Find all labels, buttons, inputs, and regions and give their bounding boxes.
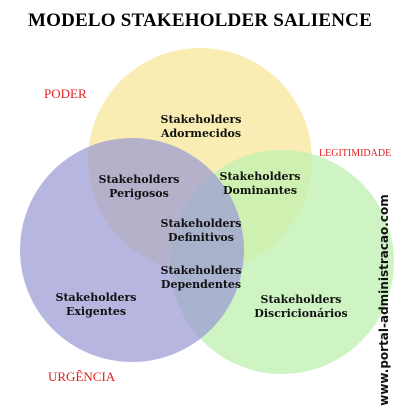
region-discricionarios: Stakeholders Discricionários — [254, 293, 348, 320]
label-urgencia: URGÊNCIA — [48, 369, 116, 384]
label-poder: PODER — [44, 86, 87, 101]
circle-urgencia — [20, 138, 244, 362]
region-perigosos: Stakeholders Perigosos — [98, 173, 180, 200]
watermark-url: www.portal-administracao.com — [377, 194, 391, 406]
region-definitivos: Stakeholders Definitivos — [160, 217, 242, 244]
region-dependentes: Stakeholders Dependentes — [160, 264, 242, 291]
diagram-title: MODELO STAKEHOLDER SALIENCE — [28, 10, 372, 31]
region-dominantes: Stakeholders Dominantes — [219, 170, 301, 197]
region-adormecidos: Stakeholders Adormecidos — [160, 113, 242, 140]
label-legitimidade: LEGITIMIDADE — [319, 148, 392, 159]
region-exigentes: Stakeholders Exigentes — [55, 291, 137, 318]
